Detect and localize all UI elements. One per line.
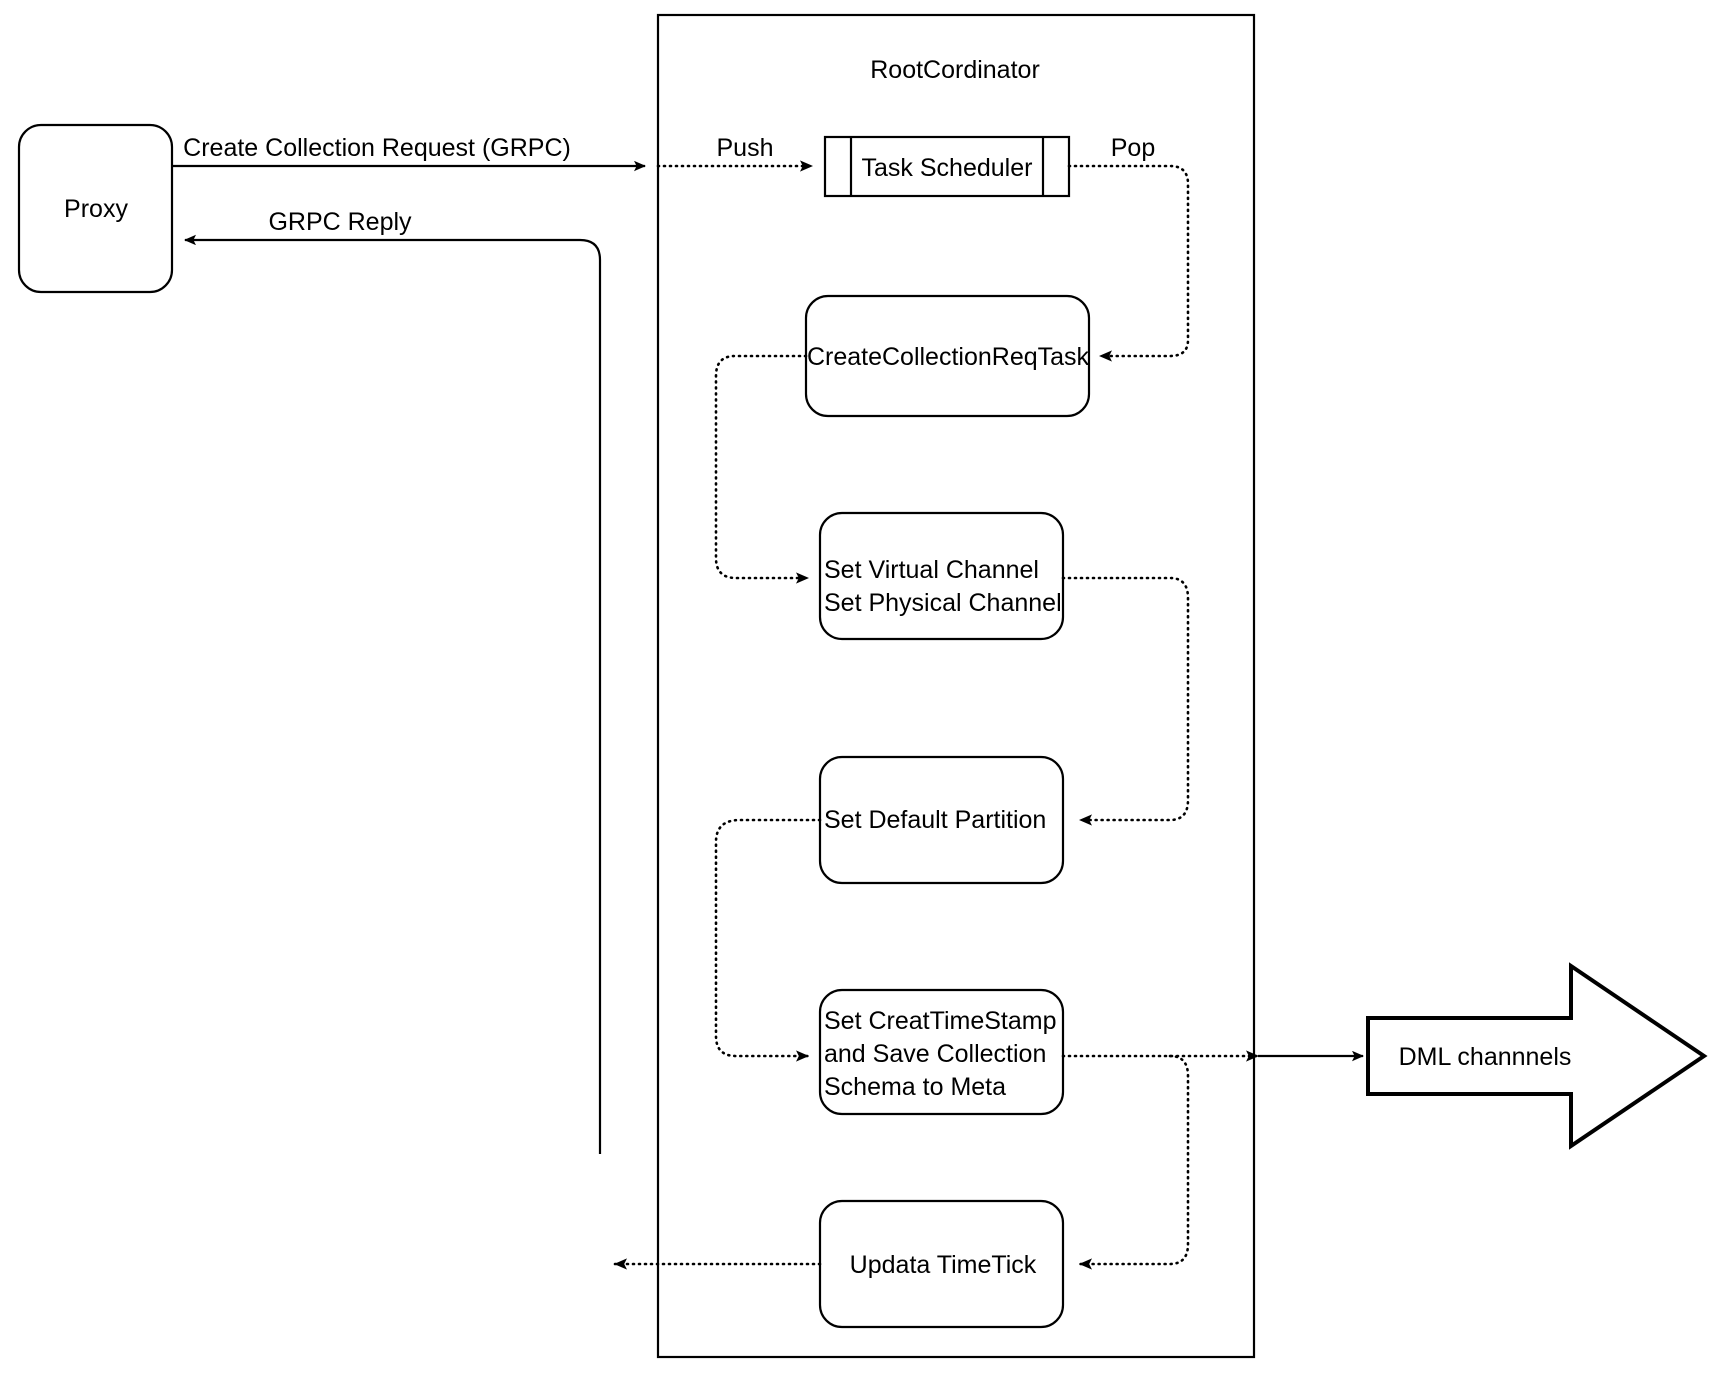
edge-default-partition-to-createtimestamp [714,818,822,1062]
edge-label-grpc-reply: GRPC Reply [268,208,412,236]
node-task-scheduler[interactable] [823,135,1071,198]
edge-set-channels-to-default-partition [1061,576,1190,826]
rootcordinator-title: RootCordinator [870,56,1040,84]
node-dml-channels-label: DML channnels [1399,1043,1572,1071]
node-set-createtimestamp-label-line3: Schema to Meta [824,1073,1006,1101]
node-set-channels-label-line1: Set Virtual Channel [824,556,1039,584]
node-updata-timetick-label: Updata TimeTick [850,1251,1037,1279]
edge-task-to-set-channels [714,354,810,584]
edge-label-create-collection-request: Create Collection Request (GRPC) [183,134,571,162]
node-set-createtimestamp-label-line1: Set CreatTimeStamp [824,1007,1056,1035]
node-proxy-label: Proxy [64,195,128,223]
node-dml-channels[interactable] [1366,962,1708,1150]
node-task-scheduler-label: Task Scheduler [862,154,1033,182]
node-proxy[interactable] [17,123,174,294]
node-set-channels-label-line2: Set Physical Channel [824,589,1062,617]
edge-label-push: Push [717,134,774,162]
node-set-default-partition-label: Set Default Partition [824,806,1046,834]
node-set-channels[interactable] [818,511,1065,641]
node-set-createtimestamp[interactable] [818,988,1065,1116]
node-create-collection-req-task-label: CreateCollectionReqTask [807,343,1090,371]
node-set-createtimestamp-label-line2: and Save Collection [824,1040,1046,1068]
rootcordinator-container [656,13,1256,1359]
edge-label-pop: Pop [1111,134,1155,162]
edge-createtimestamp-to-updata-timetick [1078,1054,1190,1270]
edge-grpc-reply [184,234,602,1154]
edge-pop [1067,164,1190,362]
